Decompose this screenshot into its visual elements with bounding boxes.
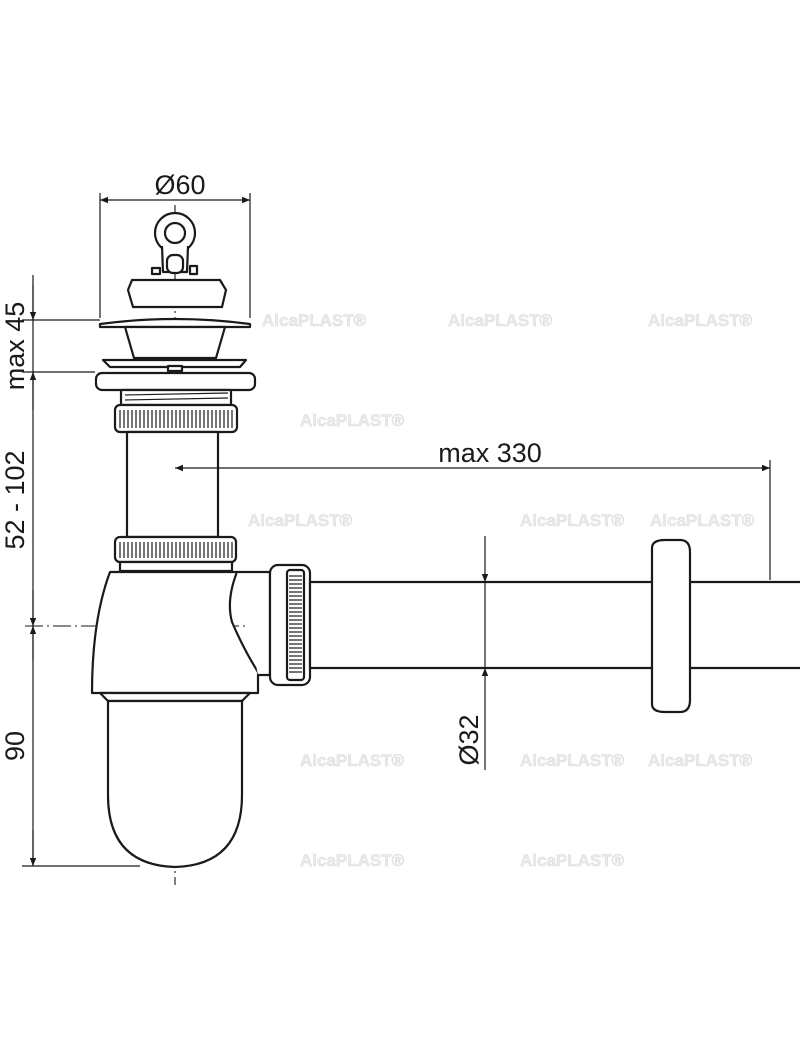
watermarks: AlcaPLAST® AlcaPLAST® AlcaPLAST® AlcaPLAST®… (248, 311, 755, 871)
watermark-logo: AlcaPLAST® (648, 311, 753, 330)
watermark-logo: AlcaPLAST® (520, 511, 625, 530)
bottle-trap (90, 563, 312, 869)
watermark-logo: AlcaPLAST® (650, 511, 755, 530)
outlet-pipe (308, 538, 800, 714)
dim-trap-depth: 90 (0, 731, 30, 761)
watermark-logo: AlcaPLAST® (300, 851, 405, 870)
dim-flange-diameter: Ø60 (154, 170, 205, 200)
watermark-logo: AlcaPLAST® (520, 751, 625, 770)
dim-max-45: max 45 (0, 302, 30, 391)
watermark-logo: AlcaPLAST® (248, 511, 353, 530)
waste-valve (94, 317, 257, 573)
dimension-lines (22, 193, 771, 867)
dim-max-length: max 330 (438, 438, 542, 468)
dim-height-range: 52 - 102 (0, 450, 30, 549)
watermark-logo: AlcaPLAST® (648, 751, 753, 770)
dim-pipe-diameter: Ø32 (454, 714, 484, 765)
watermark-logo: AlcaPLAST® (262, 311, 367, 330)
vertical-tube (125, 430, 220, 539)
watermark-logo: AlcaPLAST® (300, 411, 405, 430)
stopper (126, 211, 228, 309)
watermark-logo: AlcaPLAST® (520, 851, 625, 870)
watermark-logo: AlcaPLAST® (300, 751, 405, 770)
watermark-logo: AlcaPLAST® (448, 311, 553, 330)
